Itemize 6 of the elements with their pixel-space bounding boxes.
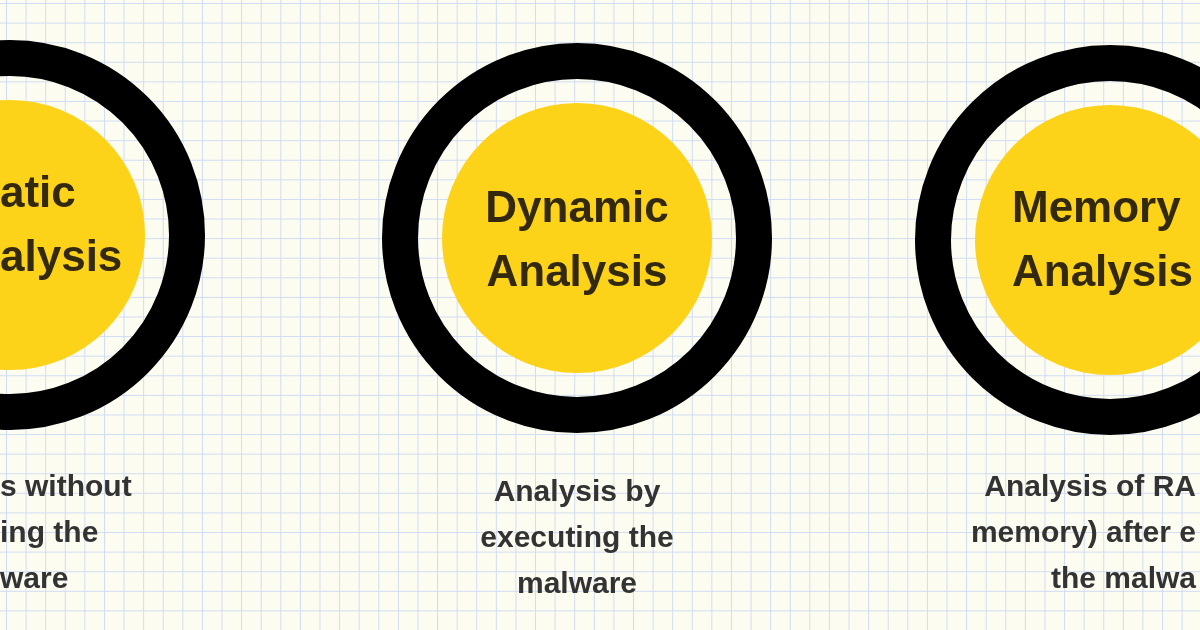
node-title: Dynamic Analysis <box>484 181 670 297</box>
node-title: atic alysis <box>0 166 124 282</box>
caption-text: Analysis of RA memory) after e the malwa <box>969 468 1196 596</box>
node-title: Memory Analysis <box>1012 181 1194 297</box>
caption-text: Analysis by executing the malware <box>479 473 675 601</box>
caption-text: s without ing the ware <box>0 468 133 596</box>
